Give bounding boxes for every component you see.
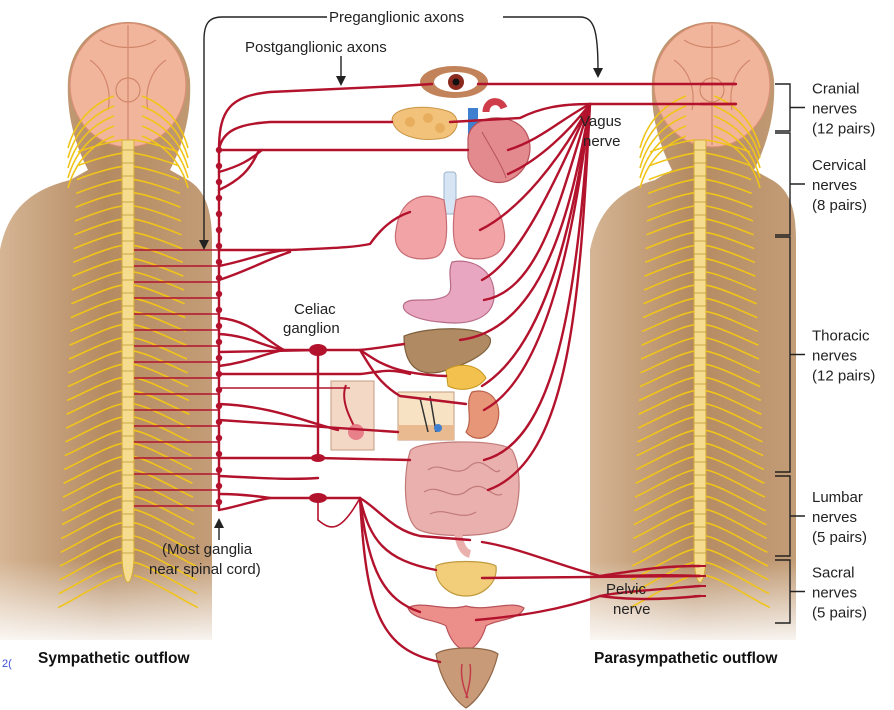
nerve-group-label: (12 pairs) — [812, 368, 875, 385]
nerve-group-label: (5 pairs) — [812, 529, 867, 546]
nerve-group-label: Cranial — [812, 81, 860, 98]
nerve-group-label: nerves — [812, 585, 857, 602]
nerve-group-label: nerves — [812, 348, 857, 365]
left-spinal-cord — [122, 140, 134, 583]
nerve-group-label: nerves — [812, 509, 857, 526]
pancreas-organ — [446, 365, 486, 389]
celiac-label-2: ganglion — [283, 320, 340, 337]
pelvic-label: Pelvic — [606, 581, 647, 598]
ganglia-pointer — [214, 518, 224, 540]
vagus-label-2: nerve — [583, 133, 621, 150]
nerve-group-label: (12 pairs) — [812, 121, 875, 138]
postganglionic-pointer — [336, 56, 346, 86]
celiac-ganglion — [309, 344, 327, 356]
right-spinal-cord — [694, 140, 706, 583]
middle-ganglion — [311, 454, 325, 462]
ganglia — [216, 147, 222, 505]
postganglionic-label: Postganglionic axons — [245, 39, 387, 56]
nerve-group-label: Thoracic — [812, 328, 870, 345]
organs — [331, 66, 530, 708]
eye-organ — [420, 66, 488, 98]
celiac-label: Celiac — [294, 301, 336, 318]
heart-organ — [468, 102, 530, 183]
vagus-label: Vagus — [580, 113, 621, 130]
parasympathetic-outflow-title: Parasympathetic outflow — [594, 650, 778, 667]
nerve-group-label: Cervical — [812, 157, 866, 174]
nerve-group-label: nerves — [812, 101, 857, 118]
nerve-group-label: (5 pairs) — [812, 605, 867, 622]
reproductive-organ — [408, 605, 524, 650]
nerve-group-label: Lumbar — [812, 489, 863, 506]
sympathetic-outflow-title: Sympathetic outflow — [38, 650, 191, 667]
inferior-ganglion — [309, 493, 327, 503]
nerve-group-labels: Cranial nerves (12 pairs) Cervical nerves (8 … — [812, 81, 875, 622]
pelvic-label-2: nerve — [613, 601, 651, 618]
lungs-organ — [395, 172, 504, 259]
nerve-group-label: (8 pairs) — [812, 197, 867, 214]
nerve-group-label: Sacral — [812, 565, 855, 582]
skin-sweat-gland-inset — [331, 381, 374, 450]
kidney-organ — [466, 391, 499, 438]
preganglionic-label: Preganglionic axons — [329, 9, 464, 26]
stomach-organ — [403, 261, 494, 323]
salivary-gland-organ — [392, 107, 457, 139]
ganglia-note: (Most ganglia — [162, 541, 253, 558]
genitalia-organ — [436, 648, 498, 708]
nerve-group-label: nerves — [812, 177, 857, 194]
page-number-fragment: 2( — [2, 658, 12, 670]
ganglia-note-2: near spinal cord) — [149, 561, 261, 578]
